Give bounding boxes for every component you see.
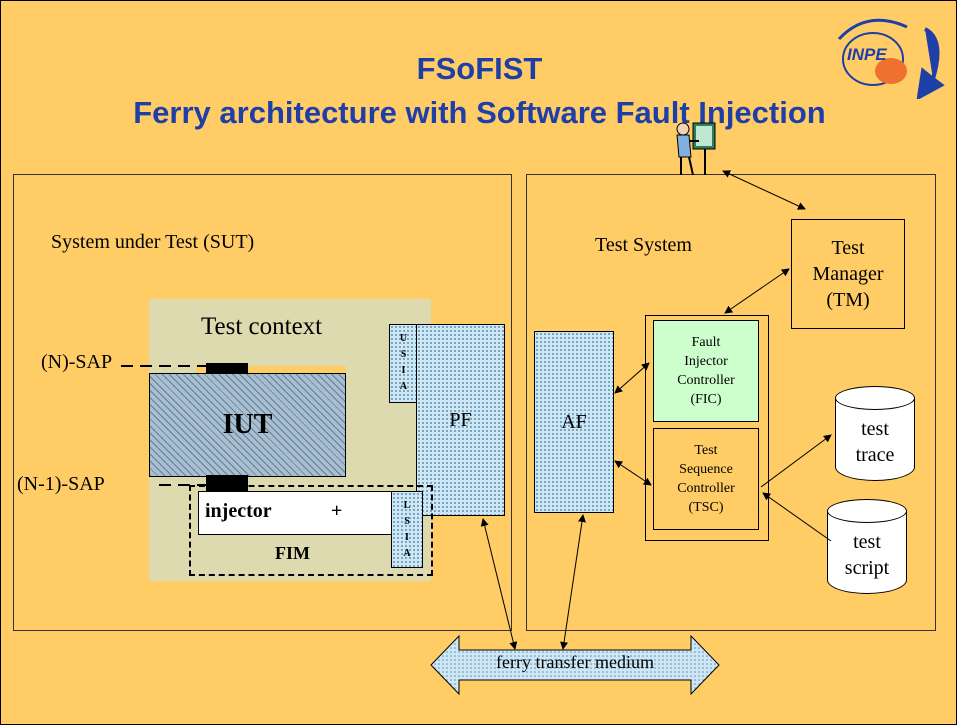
n-sap-bar [206,363,248,373]
operator-person-icon [676,122,716,176]
pf-label: PF [449,408,472,431]
tm-line: Manager [812,263,884,285]
usia-letter: I [401,365,406,376]
script-line: test [853,531,881,553]
lsia-letter: L [403,500,411,511]
lsia-box: L S I A [391,491,423,568]
fim-label: FIM [275,543,310,563]
ferry-medium-label: ferry transfer medium [496,652,654,672]
test-script-cylinder: test script [827,499,907,594]
tsc-line: (TSC) [688,500,724,515]
trace-line: trace [855,444,895,466]
iut-box: IUT [149,373,346,477]
page-title: FSoFIST [416,51,543,86]
injector-box: injector + [198,491,393,535]
test-context-label: Test context [201,313,323,340]
tsc-line: Sequence [679,462,733,477]
fic-line: Controller [677,373,735,388]
tm-box: Test Manager (TM) [791,219,905,329]
logo-text: INPE [847,45,887,64]
iut-label: IUT [222,409,273,440]
sut-label: System under Test (SUT) [51,231,255,253]
pf-box: PF [416,324,505,516]
trace-line: test [861,418,889,440]
inpe-logo: INPE [827,9,947,101]
test-trace-cylinder: test trace [835,386,915,481]
lsia-letter: I [405,532,409,543]
n1-sap-label: (N-1)-SAP [17,473,105,495]
injector-label: injector [205,500,272,522]
script-line: script [844,557,890,579]
sut-panel [13,174,512,631]
fic-line: Injector [684,354,728,369]
tm-line: (TM) [826,289,870,311]
usia-letter: U [399,333,408,344]
tsc-box: Test Sequence Controller (TSC) [653,428,759,530]
fim-boundary [189,485,433,576]
lsia-letter: A [403,548,411,559]
usia-letter: A [399,381,408,392]
fic-box: Fault Injector Controller (FIC) [653,320,759,422]
af-box: AF [534,331,614,513]
tm-line: Test [831,237,865,259]
plus-label: + [331,500,343,522]
controller-container [645,315,769,541]
tsc-line: Test [694,443,718,458]
fic-line: (FIC) [690,392,722,407]
tsc-line: Controller [677,481,735,496]
test-system-label: Test System [595,234,692,256]
lsia-letter: S [404,516,410,527]
fic-line: Fault [691,335,721,350]
ferry-medium-arrow [430,634,720,696]
n-sap-label: (N)-SAP [41,351,113,373]
af-label: AF [561,410,587,433]
n1-sap-bar [206,475,248,492]
usia-letter: S [400,349,407,360]
